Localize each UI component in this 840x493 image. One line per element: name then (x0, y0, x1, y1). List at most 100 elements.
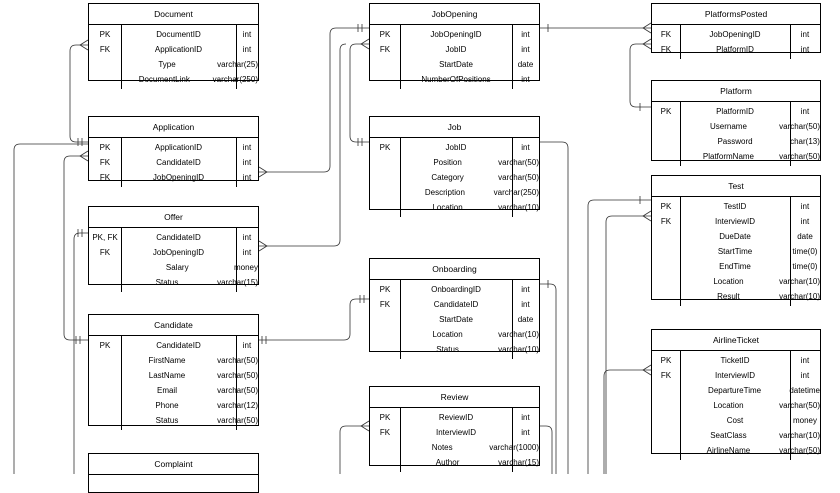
table-title: Review (370, 387, 539, 408)
column-key: PK (99, 143, 111, 152)
column-key (370, 185, 396, 200)
column-type: varchar(50) (217, 416, 258, 425)
column-divider (400, 25, 401, 89)
column-divider (236, 228, 237, 292)
column-key (89, 398, 117, 413)
column-name: InterviewID (714, 371, 755, 380)
column-name: EndTime (719, 262, 751, 271)
column-type: int (242, 143, 252, 152)
bar-application-pk (77, 138, 83, 146)
column-divider (121, 25, 122, 89)
column-key: PK (379, 413, 391, 422)
column-key: FK (99, 158, 111, 167)
column-key (370, 342, 397, 357)
column-type: int (521, 143, 530, 152)
table-complaint[interactable]: Complaint (88, 453, 259, 493)
link-review (339, 425, 369, 474)
column-name: JobOpeningID (152, 248, 205, 257)
column-divider (400, 408, 401, 472)
column-key: PK (660, 107, 672, 116)
column-key (652, 289, 678, 304)
column-name: SeatClass (710, 431, 747, 440)
link-platform-platformsposted (629, 43, 651, 108)
column-key: PK, FK (92, 233, 118, 242)
column-divider (680, 351, 681, 460)
column-key: FK (660, 371, 672, 380)
column-name: ApplicationID (154, 45, 203, 54)
column-divider (512, 408, 513, 472)
column-key (89, 275, 117, 290)
column-name: Password (717, 137, 753, 146)
column-key (370, 455, 397, 470)
column-type: varchar(50) (779, 446, 820, 455)
